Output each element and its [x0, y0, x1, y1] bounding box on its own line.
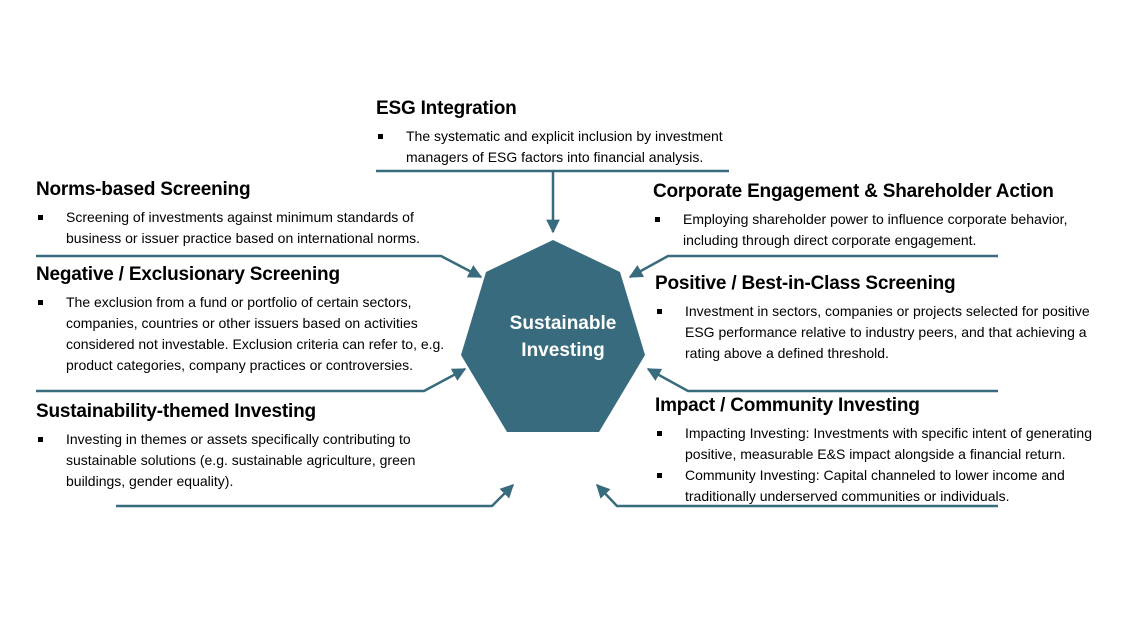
bullet-item: Investing in themes or assets specifical…	[36, 429, 446, 492]
bullet-item: Investment in sectors, companies or proj…	[655, 301, 1095, 364]
bullet-item: Impacting Investing: Investments with sp…	[655, 423, 1120, 465]
center-heptagon	[461, 240, 645, 432]
corporate-engagement-arrow	[628, 254, 998, 279]
bullet-icon	[38, 300, 43, 305]
bullet-icon	[657, 309, 662, 314]
sustainability-themed-title: Sustainability-themed Investing	[36, 401, 316, 422]
positive-screening-block: Positive / Best-in-Class Screening Inves…	[655, 273, 1095, 364]
bullet-icon	[657, 431, 662, 436]
positive-screening-title: Positive / Best-in-Class Screening	[655, 273, 956, 294]
impact-investing-block: Impact / Community Investing Impacting I…	[655, 395, 1120, 507]
norms-based-bullets: Screening of investments against minimum…	[36, 207, 456, 249]
norms-based-block: Norms-based Screening Screening of inves…	[36, 179, 456, 249]
bullet-icon	[38, 215, 43, 220]
center-label-line1: Sustainable	[509, 313, 617, 334]
bullet-item: Employing shareholder power to influence…	[653, 209, 1073, 251]
bullet-icon	[655, 217, 660, 222]
sustainability-themed-bullets: Investing in themes or assets specifical…	[36, 429, 446, 492]
corporate-engagement-title: Corporate Engagement & Shareholder Actio…	[653, 181, 1054, 202]
bullet-text: Community Investing: Capital channeled t…	[685, 467, 1065, 504]
bullet-text: The exclusion from a fund or portfolio o…	[66, 294, 445, 373]
esg-integration-block: ESG Integration The systematic and expli…	[376, 98, 756, 168]
bullet-item: Screening of investments against minimum…	[36, 207, 456, 249]
negative-screening-block: Negative / Exclusionary Screening The ex…	[36, 264, 464, 376]
bullet-text: Investing in themes or assets specifical…	[66, 431, 416, 489]
impact-investing-arrow	[596, 484, 998, 508]
sustainability-themed-arrow	[116, 484, 514, 508]
bullet-icon	[657, 473, 662, 478]
corporate-engagement-block: Corporate Engagement & Shareholder Actio…	[653, 181, 1073, 251]
negative-screening-bullets: The exclusion from a fund or portfolio o…	[36, 292, 464, 376]
bullet-text: Investment in sectors, companies or proj…	[685, 303, 1090, 361]
norms-based-arrow	[36, 254, 483, 279]
norms-based-title: Norms-based Screening	[36, 179, 251, 200]
positive-screening-arrow	[646, 367, 998, 393]
center-label: Sustainable Investing	[478, 310, 648, 364]
center-label-line2: Investing	[521, 340, 605, 361]
esg-integration-bullets: The systematic and explicit inclusion by…	[376, 126, 756, 168]
bullet-text: Impacting Investing: Investments with sp…	[685, 425, 1092, 462]
esg-integration-title: ESG Integration	[376, 98, 517, 119]
bullet-item: The exclusion from a fund or portfolio o…	[36, 292, 464, 376]
positive-screening-bullets: Investment in sectors, companies or proj…	[655, 301, 1095, 364]
negative-screening-arrow	[36, 367, 467, 393]
sustainability-themed-block: Sustainability-themed Investing Investin…	[36, 401, 446, 492]
bullet-item: Community Investing: Capital channeled t…	[655, 465, 1120, 507]
negative-screening-title: Negative / Exclusionary Screening	[36, 264, 340, 285]
impact-investing-title: Impact / Community Investing	[655, 395, 920, 416]
bullet-text: Employing shareholder power to influence…	[683, 211, 1068, 248]
impact-investing-bullets: Impacting Investing: Investments with sp…	[655, 423, 1120, 507]
bullet-icon	[378, 134, 383, 139]
bullet-item: The systematic and explicit inclusion by…	[376, 126, 756, 168]
bullet-text: Screening of investments against minimum…	[66, 209, 421, 246]
bullet-icon	[38, 437, 43, 442]
bullet-text: The systematic and explicit inclusion by…	[406, 128, 723, 165]
corporate-engagement-bullets: Employing shareholder power to influence…	[653, 209, 1073, 251]
